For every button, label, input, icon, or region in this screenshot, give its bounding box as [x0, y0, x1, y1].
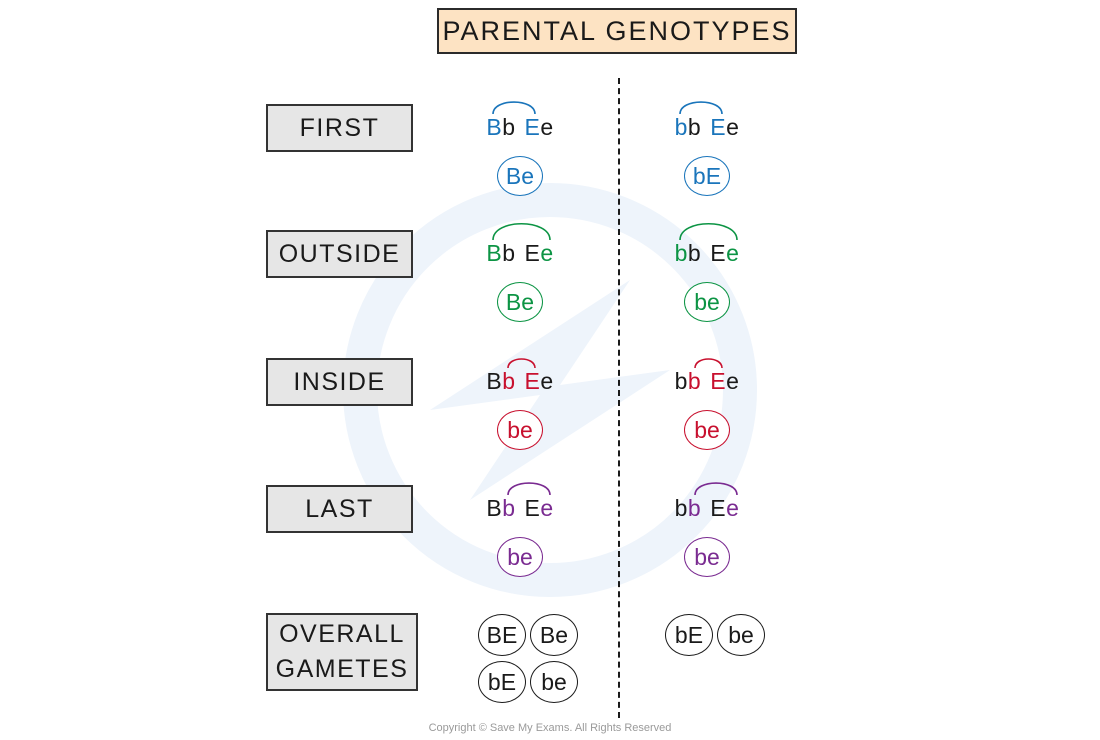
- gamete-inside-right: be: [684, 410, 730, 450]
- label-first: FIRST: [266, 104, 413, 152]
- gamete-inside-left: be: [497, 410, 543, 450]
- pairing-arc-inside-left: [507, 358, 536, 369]
- dashed-divider: [618, 78, 620, 718]
- pairing-arc-last-right: [694, 482, 738, 496]
- allele-last-right-3: e: [726, 495, 740, 521]
- allele-last-right-1: b: [687, 495, 702, 521]
- allele-first-right-0: b: [674, 114, 688, 140]
- gamete-outside-left: Be: [497, 282, 543, 322]
- allele-first-left-1: b: [502, 114, 516, 140]
- allele-first-right-2: E: [710, 114, 727, 140]
- pairing-arc-outside-right: [679, 223, 738, 241]
- label-outside: OUTSIDE: [266, 230, 413, 278]
- allele-first-left-2: E: [524, 114, 541, 140]
- overall-gamete-left-0: BE: [478, 614, 526, 656]
- copyright-notice: Copyright © Save My Exams. All Rights Re…: [428, 722, 672, 734]
- overall-gamete-right-1: be: [717, 614, 765, 656]
- allele-first-left-0: B: [486, 114, 503, 140]
- allele-first-right-1: b: [687, 114, 702, 140]
- allele-inside-left-2: E: [524, 368, 541, 394]
- allele-outside-right-1: b: [687, 240, 702, 266]
- label-inside: INSIDE: [266, 358, 413, 406]
- allele-first-left-3: e: [540, 114, 554, 140]
- allele-last-left-0: B: [486, 495, 503, 521]
- allele-outside-left-1: b: [502, 240, 516, 266]
- allele-last-left-2: E: [524, 495, 541, 521]
- overall-gamete-left-3: be: [530, 661, 578, 703]
- pairing-arc-last-left: [507, 482, 551, 496]
- allele-inside-left-3: e: [540, 368, 554, 394]
- gamete-outside-right: be: [684, 282, 730, 322]
- label-last: LAST: [266, 485, 413, 533]
- overall-gamete-right-0: bE: [665, 614, 713, 656]
- allele-outside-left-2: E: [524, 240, 541, 266]
- pairing-arc-first-right: [679, 101, 723, 115]
- allele-inside-left-1: b: [502, 368, 516, 394]
- overall-gamete-left-2: bE: [478, 661, 526, 703]
- allele-inside-right-3: e: [726, 368, 740, 394]
- allele-outside-left-3: e: [540, 240, 554, 266]
- allele-inside-right-2: E: [710, 368, 727, 394]
- allele-outside-right-2: E: [710, 240, 727, 266]
- pairing-arc-first-left: [492, 101, 536, 115]
- gamete-first-right: bE: [684, 156, 730, 196]
- gamete-first-left: Be: [497, 156, 543, 196]
- allele-inside-right-1: b: [687, 368, 702, 394]
- allele-inside-right-0: b: [674, 368, 688, 394]
- allele-inside-left-0: B: [486, 368, 503, 394]
- allele-last-right-0: b: [674, 495, 688, 521]
- label-overall-gametes: OVERALL GAMETES: [266, 613, 418, 691]
- allele-outside-right-0: b: [674, 240, 688, 266]
- pairing-arc-inside-right: [694, 358, 723, 369]
- pairing-arc-outside-left: [492, 223, 551, 241]
- allele-outside-right-3: e: [726, 240, 740, 266]
- page-title: PARENTAL GENOTYPES: [437, 8, 797, 54]
- allele-last-right-2: E: [710, 495, 727, 521]
- gamete-last-right: be: [684, 537, 730, 577]
- allele-last-left-1: b: [502, 495, 516, 521]
- allele-outside-left-0: B: [486, 240, 503, 266]
- overall-gamete-left-1: Be: [530, 614, 578, 656]
- allele-first-right-3: e: [726, 114, 740, 140]
- gamete-last-left: be: [497, 537, 543, 577]
- allele-last-left-3: e: [540, 495, 554, 521]
